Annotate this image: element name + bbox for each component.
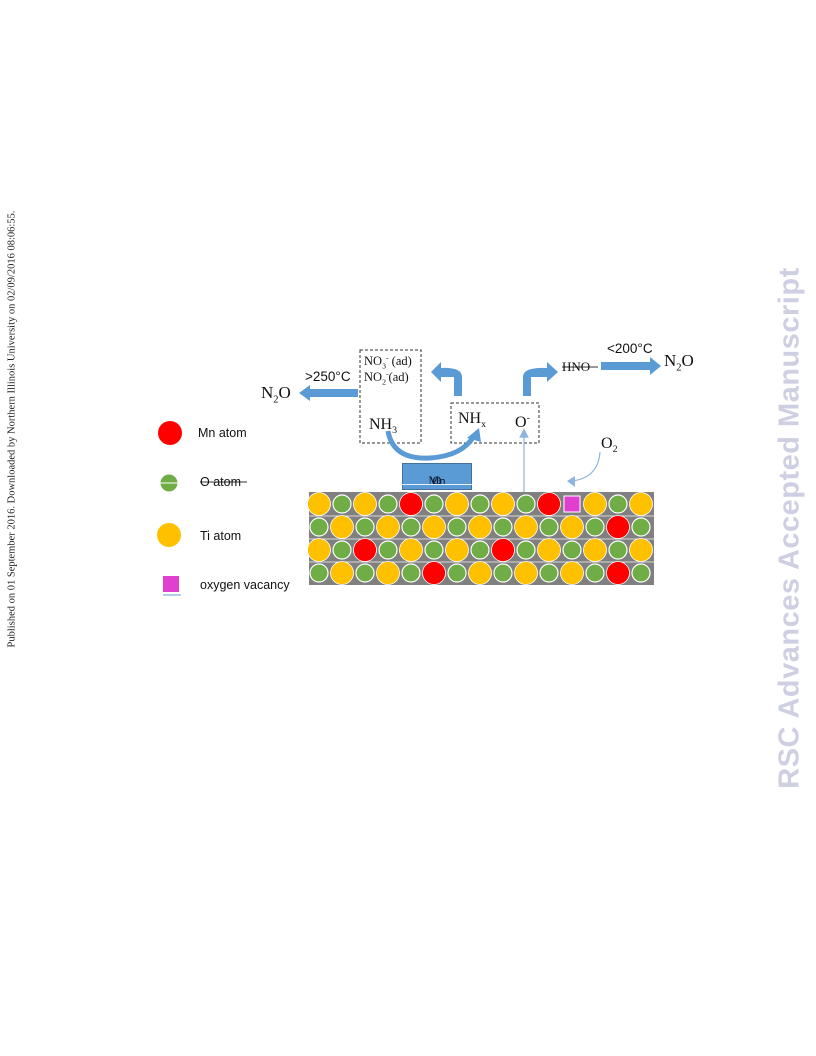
o-atom	[631, 517, 651, 537]
ti-atom	[560, 561, 584, 585]
o-atom	[562, 540, 582, 560]
arrow-hno-to-n2o	[601, 357, 661, 375]
legend-mn-symbol	[158, 421, 182, 445]
hno-label: HNO	[562, 359, 591, 374]
oxygen-vacancy	[563, 495, 581, 513]
mn2o3-divider	[402, 484, 472, 485]
legend-ti-symbol	[157, 523, 181, 547]
o-atom	[378, 540, 398, 560]
o-atom	[516, 494, 536, 514]
o-atom	[470, 494, 490, 514]
ti-atom	[514, 561, 538, 585]
ti-atom	[583, 492, 607, 516]
temp-high-label: >250°C	[305, 369, 351, 384]
ti-atom	[307, 492, 331, 516]
mn-atom	[537, 492, 561, 516]
arrow-to-n2o-left	[299, 385, 358, 401]
ti-atom	[537, 538, 561, 562]
o2-label: O2	[601, 435, 618, 456]
lattice-atoms	[307, 492, 653, 585]
ti-atom	[514, 515, 538, 539]
legend-vacancy-label: oxygen vacancy	[200, 578, 290, 592]
ti-atom	[376, 561, 400, 585]
curve-o2-to-vacancy-head	[567, 476, 575, 487]
o-atom	[539, 517, 559, 537]
o-atom	[470, 540, 490, 560]
mn-atom	[399, 492, 423, 516]
n2o-right-label: N2O	[664, 351, 694, 374]
o-atom	[539, 563, 559, 583]
o-atom	[493, 517, 513, 537]
nhx-label: NHx	[458, 410, 487, 431]
legend-ti-label: Ti atom	[200, 529, 242, 543]
ti-atom	[445, 538, 469, 562]
o-atom	[401, 517, 421, 537]
curve-o2-to-vacancy	[571, 451, 601, 482]
o-atom	[608, 494, 628, 514]
nhx-box	[450, 402, 540, 444]
o-atom	[332, 540, 352, 560]
mn-atom	[606, 515, 630, 539]
nh3-label: NH3	[369, 416, 398, 437]
o-atom	[447, 517, 467, 537]
o-atom	[516, 540, 536, 560]
ti-atom	[376, 515, 400, 539]
legend-mn-label: Mn atom	[198, 426, 247, 440]
arrow-nhx-to-nitrate	[431, 362, 462, 396]
ti-atom	[422, 515, 446, 539]
ti-atom	[629, 538, 653, 562]
ti-atom	[399, 538, 423, 562]
ti-atom	[330, 515, 354, 539]
o-atom	[355, 517, 375, 537]
legend-o-label: O atom	[200, 475, 241, 489]
o-atom	[447, 563, 467, 583]
ti-atom	[468, 515, 492, 539]
o-atom	[378, 494, 398, 514]
o-atom	[424, 494, 444, 514]
ti-atom	[583, 538, 607, 562]
arrow-nh3-to-nhx-head	[467, 428, 481, 442]
o-atom	[585, 563, 605, 583]
ti-atom	[445, 492, 469, 516]
ti-atom	[491, 492, 515, 516]
ti-atom	[307, 538, 331, 562]
o-atom	[401, 563, 421, 583]
o-atom	[608, 540, 628, 560]
o-atom	[585, 517, 605, 537]
mn-atom	[422, 561, 446, 585]
arrow-nhx-to-hno	[523, 362, 558, 396]
n2o-left-label: N2O	[261, 383, 291, 406]
legend-vacancy-symbol	[163, 576, 179, 592]
no2-label: NO2-(ad)	[364, 368, 409, 387]
o-minus-label: O-	[515, 412, 530, 431]
ti-atom	[629, 492, 653, 516]
nitrate-box	[359, 349, 422, 444]
mn-atom	[606, 561, 630, 585]
arrow-nh3-to-nhx	[385, 430, 477, 461]
o-atom	[424, 540, 444, 560]
o-atom	[309, 517, 329, 537]
o-atom	[493, 563, 513, 583]
o-atom	[355, 563, 375, 583]
temp-low-label: <200°C	[607, 341, 653, 356]
ti-atom	[468, 561, 492, 585]
ti-atom	[330, 561, 354, 585]
ti-atom	[560, 515, 584, 539]
mn-atom	[491, 538, 515, 562]
no3-label: NO3- (ad)	[364, 352, 412, 371]
o-atom	[309, 563, 329, 583]
mn-atom	[353, 538, 377, 562]
ti-atom	[353, 492, 377, 516]
o-atom	[332, 494, 352, 514]
o-atom	[631, 563, 651, 583]
